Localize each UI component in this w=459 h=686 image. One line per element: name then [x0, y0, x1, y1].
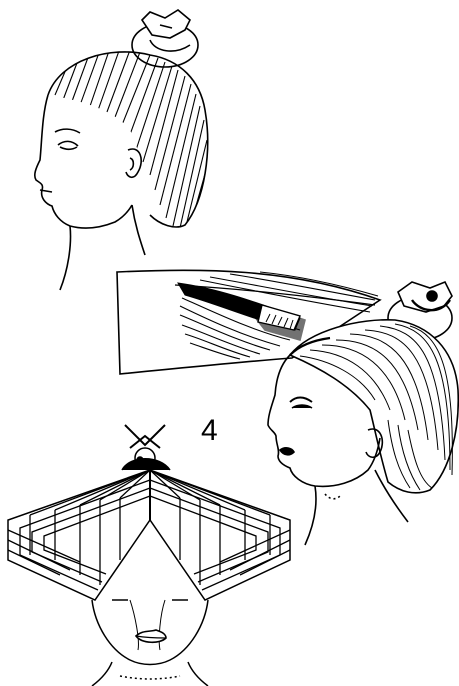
- top-hair-strands: [55, 48, 210, 228]
- bottom-bun-clip: [122, 425, 170, 470]
- middle-hair-bob: [290, 320, 458, 493]
- top-head-profile: [35, 10, 210, 290]
- bottom-face: [92, 600, 208, 686]
- step-number-label: 4: [201, 416, 218, 446]
- bottom-head-front: [8, 425, 290, 686]
- hair-fan-sections: [8, 470, 290, 600]
